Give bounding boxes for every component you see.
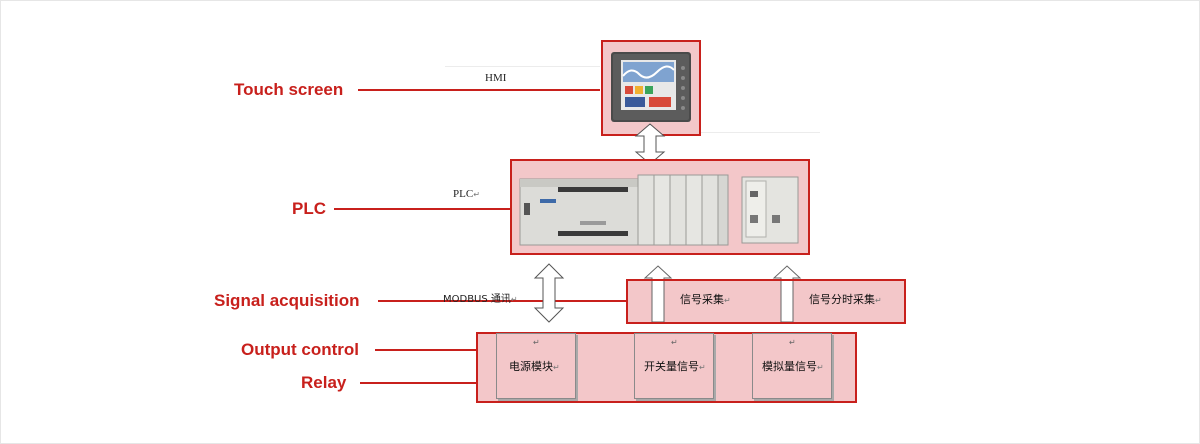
time-shared-collection-value: 信号分时采集 bbox=[809, 293, 875, 306]
switch-signal-top-mark: ↵ bbox=[671, 338, 678, 347]
signal-collection-value: 信号采集 bbox=[680, 293, 724, 306]
signal-acquisition-leader bbox=[378, 300, 626, 302]
expansion-module-image bbox=[741, 176, 799, 244]
plc-text-value: PLC bbox=[453, 188, 474, 200]
relay-label: Relay bbox=[301, 373, 347, 392]
hmi-touch-panel-image bbox=[611, 52, 691, 122]
hmi-box bbox=[601, 40, 701, 136]
signal-acquisition-box bbox=[626, 279, 906, 324]
modbus-text-value: MODBUS 通讯 bbox=[443, 294, 511, 305]
switch-signal-text: 开关量信号↵ bbox=[644, 358, 706, 374]
relay-leader bbox=[360, 382, 476, 384]
analog-signal-value: 模拟量信号 bbox=[762, 360, 817, 373]
analog-signal-top-mark: ↵ bbox=[789, 338, 796, 347]
modbus-double-arrow-icon bbox=[533, 263, 565, 323]
analog-signal-cell: ↵ 模拟量信号↵ bbox=[752, 333, 832, 399]
switch-signal-return-mark: ↵ bbox=[699, 363, 706, 372]
switch-signal-value: 开关量信号 bbox=[644, 360, 699, 373]
touch-screen-leader bbox=[358, 89, 600, 91]
plc-controller-image bbox=[519, 174, 729, 246]
power-module-value: 电源模块 bbox=[509, 360, 553, 373]
hmi-guide-line bbox=[445, 66, 600, 67]
signal-acquisition-label: Signal acquisition bbox=[214, 291, 360, 310]
modbus-text-return-mark: ↵ bbox=[510, 295, 518, 304]
analog-signal-text: 模拟量信号↵ bbox=[762, 358, 824, 374]
touch-screen-label: Touch screen bbox=[234, 80, 344, 99]
signal-collection-return-mark: ↵ bbox=[724, 296, 731, 305]
time-shared-collection-return-mark: ↵ bbox=[875, 296, 882, 305]
time-shared-collection-cell: 信号分时采集↵ bbox=[795, 281, 903, 322]
time-shared-collection-text: 信号分时采集↵ bbox=[809, 291, 882, 307]
plc-leader bbox=[334, 208, 510, 210]
output-control-label: Output control bbox=[241, 340, 360, 359]
plc-text-return-mark: ↵ bbox=[473, 190, 480, 199]
hmi-text: HMI bbox=[485, 72, 507, 84]
plc-label: PLC bbox=[292, 199, 326, 218]
analog-signal-return-mark: ↵ bbox=[817, 363, 824, 372]
plc-text: PLC↵ bbox=[453, 188, 480, 200]
modbus-text: MODBUS 通讯↵ bbox=[443, 290, 518, 305]
output-control-leader bbox=[375, 349, 476, 351]
signal-collection-text: 信号采集↵ bbox=[680, 291, 731, 307]
power-module-top-mark: ↵ bbox=[533, 338, 540, 347]
power-module-text: 电源模块↵ bbox=[509, 358, 560, 374]
switch-signal-cell: ↵ 开关量信号↵ bbox=[634, 333, 714, 399]
plc-box bbox=[510, 159, 810, 255]
power-module-cell: ↵ 电源模块↵ bbox=[496, 333, 576, 399]
hmi-guide-line-2 bbox=[700, 132, 820, 133]
signal-collection-cell: 信号采集↵ bbox=[662, 281, 777, 322]
power-module-return-mark: ↵ bbox=[553, 363, 560, 372]
